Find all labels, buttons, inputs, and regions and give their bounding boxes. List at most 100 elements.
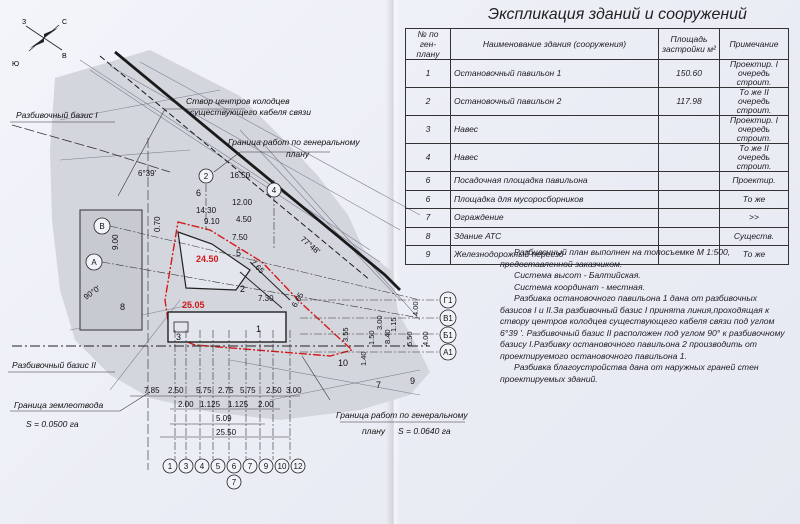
dim-bottom2-2: 1.125 xyxy=(200,400,221,409)
dim-right-6: 1.40 xyxy=(359,351,368,366)
bottom-axis-7: 7 xyxy=(248,462,253,471)
elevation-24-50: 24.50 xyxy=(196,254,219,264)
label-work-border-bottom-1: Граница работ по генеральному xyxy=(336,410,468,420)
note-5: Разбивка благоустройства дана от наружны… xyxy=(500,362,759,384)
dim-top-2: 14.30 xyxy=(196,206,217,215)
dim-right-5: 4.00 xyxy=(421,331,430,346)
note-4: Разбивка остановочного павильона 1 дана … xyxy=(500,293,785,361)
table-row: 6 Посадочная площадка павильона Проектир… xyxy=(405,171,789,191)
label-basis-1: Разбивочный базис I xyxy=(16,110,98,120)
notes-block: Разбивочный план выполнен на топосъемке … xyxy=(500,247,790,385)
survey-area xyxy=(50,50,430,420)
building-num-5: 5 xyxy=(236,248,241,258)
axis-bubble-top-2: 2 xyxy=(204,172,209,181)
building-num-3: 3 xyxy=(176,332,181,342)
building-num-10: 10 xyxy=(338,358,348,368)
dim-bottom-6: 2.50 xyxy=(266,386,282,395)
axis-bubble-top-4: 4 xyxy=(272,186,277,195)
table-row: 7 Ограждение >> xyxy=(405,208,789,228)
dim-left-2: 0.70 xyxy=(153,216,162,232)
note-2: Система высот - Балтийская. xyxy=(514,270,641,280)
survey-lines xyxy=(59,59,421,401)
building-num-8: 8 xyxy=(120,302,125,312)
dim-left-1: 9.00 xyxy=(111,234,120,250)
bottom-axis-7-extra: 7 xyxy=(232,478,237,487)
axis-bubble-b1: Б1 xyxy=(443,331,453,340)
dim-right-4: 5.50 xyxy=(405,331,414,346)
dim-bottom-3: 5.75 xyxy=(196,386,212,395)
dim-right-2: 3.00 xyxy=(375,315,384,330)
compass-rose: С В Ю З xyxy=(12,19,67,68)
label-cable-axis-1: Створ центров колодцев xyxy=(186,96,290,106)
building-num-1: 1 xyxy=(256,324,261,334)
bottom-axis-6: 6 xyxy=(232,462,237,471)
dim-bottom-4: 2.75 xyxy=(218,386,234,395)
dim-top-3: 12.00 xyxy=(232,198,253,207)
table-row: 9 Железнодорожный переезд То же xyxy=(405,245,789,265)
compass-w: З xyxy=(22,19,26,26)
label-work-border-top-1: Граница работ по генеральному xyxy=(228,137,360,147)
header-num: № по ген-плану xyxy=(405,28,451,60)
explication-header-row: № по ген-плану Наименование здания (соор… xyxy=(405,28,789,60)
axis-bubble-a: А xyxy=(91,258,97,267)
dim-total-2: 25.50 xyxy=(216,428,237,437)
dim-right-3: 1.50 xyxy=(367,330,376,345)
building-num-2: 2 xyxy=(240,284,245,294)
label-work-area: S = 0.0640 га xyxy=(398,426,451,436)
dim-right-7: 3.55 xyxy=(341,327,350,342)
axis-bubble-v1: В1 xyxy=(443,314,453,323)
bottom-axis-9: 9 xyxy=(264,462,269,471)
building-num-9: 9 xyxy=(410,376,415,386)
bottom-axis-4: 4 xyxy=(200,462,205,471)
dim-top-5: 7.50 xyxy=(232,233,248,242)
header-area: Площадь застройки м² xyxy=(658,28,720,60)
label-work-border-top-2: плану xyxy=(286,149,310,159)
dim-bottom2-1: 2.00 xyxy=(178,400,194,409)
table-row: 1 Остановочный павильон 1 150.60 Проекти… xyxy=(405,59,789,88)
table-row: 8 Здание АТС Существ. xyxy=(405,226,789,246)
bottom-axis-1: 1 xyxy=(168,462,173,471)
dim-bottom2-3: 1.125 xyxy=(228,400,249,409)
label-work-border-bottom-2: плану xyxy=(362,426,386,436)
compass-s: Ю xyxy=(12,61,19,68)
dim-bottom2-4: 2.00 xyxy=(258,400,274,409)
table-row: 3 Навес Проектир. I очередь строит. xyxy=(405,115,789,144)
dim-total-1: 5.09 xyxy=(216,414,232,423)
building-num-6: 6 xyxy=(196,188,201,198)
dim-top-6: 4.50 xyxy=(236,215,252,224)
bottom-axis-3: 3 xyxy=(184,462,189,471)
note-3: Система координат - местная. xyxy=(514,281,645,292)
axis-bubble-g1: Г1 xyxy=(444,296,453,305)
dim-top-1: 16.50 xyxy=(230,171,251,180)
dim-bottom-2: 2.50 xyxy=(168,386,184,395)
explication-title: Экспликация зданий и сооружений xyxy=(488,6,747,23)
building-8 xyxy=(79,209,143,331)
axis-bubble-b: В xyxy=(99,222,104,231)
dim-bottom-7: 3.00 xyxy=(286,386,302,395)
compass-n: С xyxy=(62,19,67,26)
table-row: 4 Навес То же II очередь строит. xyxy=(405,143,789,172)
label-cable-axis-2: существующего кабеля связи xyxy=(190,107,311,117)
dim-right-1: 4.00 xyxy=(411,301,420,316)
label-basis-2: Разбивочный базис II xyxy=(12,360,97,370)
building-num-7: 7 xyxy=(376,380,381,390)
bottom-axis-10: 10 xyxy=(278,462,287,471)
dim-top-4: 9.10 xyxy=(204,217,220,226)
compass-e: В xyxy=(62,53,67,60)
table-row: 6 Площадка для мусоросборников То же xyxy=(405,189,789,209)
label-land-border: Граница землеотвода xyxy=(14,400,103,410)
angle-639: 6°39' xyxy=(138,169,157,178)
dim-right-9: 1.15 xyxy=(389,317,398,332)
dim-bottom-1: 7.85 xyxy=(144,386,160,395)
explication-table: № по ген-плану Наименование здания (соор… xyxy=(405,28,789,265)
elevation-25-05: 25.05 xyxy=(182,300,205,310)
note-1: Разбивочный план выполнен на топосъемке … xyxy=(500,247,731,269)
bottom-axis-12: 12 xyxy=(294,462,303,471)
label-land-area: S = 0.0500 га xyxy=(26,419,79,429)
table-row: 2 Остановочный павильон 2 117.98 То же I… xyxy=(405,87,789,116)
railway-line xyxy=(114,50,401,291)
dim-bottom-5: 5.75 xyxy=(240,386,256,395)
dim-right-8: 8.40 xyxy=(383,329,392,344)
dim-mid-1: 7.30 xyxy=(258,294,274,303)
